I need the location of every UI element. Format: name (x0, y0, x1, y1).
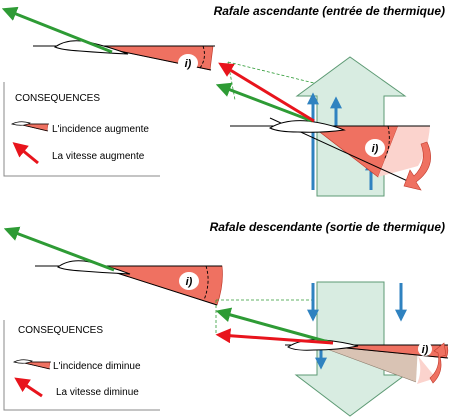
bottom-legend-border (3, 320, 160, 411)
bottom-reference-airfoil: i) (3, 226, 223, 306)
bottom-red-velocity-vector (215, 328, 334, 345)
bottom-ref-angle-arc (203, 265, 209, 301)
top-incidence-arc (383, 125, 390, 161)
bottom-legend-incidence-icon (13, 359, 51, 370)
bottom-legend-heading: CONSEQUENCES (18, 325, 103, 336)
top-angle-label-bg (365, 139, 385, 157)
top-legend: CONSEQUENCES L'incidence augmente La vit… (3, 82, 160, 177)
bottom-title: Rafale descendante (sortie de thermique) (210, 220, 445, 234)
bottom-angle-label: i) (422, 344, 429, 356)
top-ref-angle-label: i) (185, 58, 192, 70)
top-section: Rafale ascendante (entrée de thermique) … (1, 4, 445, 197)
bottom-main-airfoil: i) (215, 307, 449, 384)
bottom-legend-red-arrow-icon (14, 377, 43, 398)
top-legend-item-2: La vitesse augmente (52, 151, 145, 162)
top-main-airfoil-shape (268, 120, 346, 133)
bottom-ref-green-vector (3, 226, 115, 272)
top-title: Rafale ascendante (entrée de thermique) (214, 4, 445, 18)
bottom-section: Rafale descendante (sortie de thermique)… (3, 220, 449, 417)
bottom-ref-angle-label-bg (179, 272, 199, 290)
top-main-airfoil: i) (215, 62, 431, 191)
bottom-previous-chord-line (315, 344, 417, 383)
top-red-velocity-vector (218, 62, 315, 123)
top-legend-red-arrow-icon (12, 142, 39, 165)
top-legend-item-1: L'incidence augmente (52, 124, 149, 135)
top-ref-angle-arc (199, 45, 205, 69)
bottom-legend-item-2: La vitesse diminue (56, 387, 139, 398)
top-ref-angle-label-bg (178, 54, 198, 72)
top-reference-airfoil: i) (1, 6, 215, 72)
bottom-legend-item-1: L'incidence diminue (53, 361, 141, 372)
top-rotation-arrow (403, 141, 431, 191)
bottom-green-velocity-vector (215, 307, 333, 345)
top-angle-label: i) (372, 143, 379, 155)
top-ref-green-vector (1, 6, 113, 54)
bottom-legend: CONSEQUENCES L'incidence diminue La vite… (3, 320, 160, 411)
bottom-angle-label-bg (418, 342, 432, 356)
top-legend-incidence-icon (11, 121, 49, 132)
top-legend-border (3, 82, 160, 177)
bottom-ref-angle-label: i) (186, 276, 193, 288)
bottom-rotation-arrow (429, 342, 447, 384)
top-legend-heading: CONSEQUENCES (15, 93, 100, 104)
top-dashed-guide-1 (227, 61, 319, 85)
top-green-velocity-vector (215, 82, 313, 123)
top-incidence-increase-sector (378, 126, 430, 177)
